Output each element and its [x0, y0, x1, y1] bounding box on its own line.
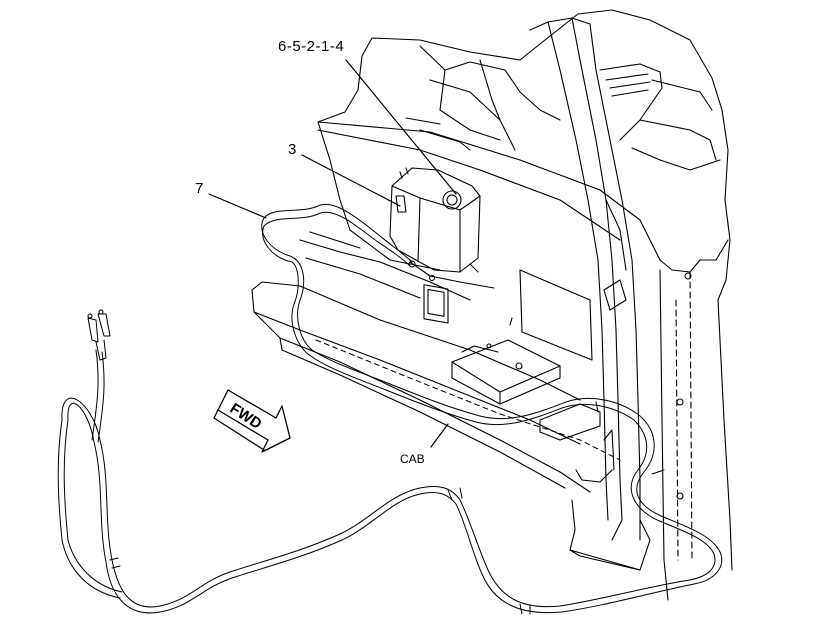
control-module [389, 167, 495, 324]
callout-cab: CAB [400, 452, 425, 466]
callout-part-number: 6-5-2-1-4 [278, 38, 345, 55]
cab-structure [251, 9, 733, 601]
fwd-arrow [213, 389, 291, 453]
leader-lines [208, 59, 457, 448]
wiring-harness [57, 203, 723, 615]
callout-item-3: 3 [288, 141, 297, 158]
callout-item-7: 7 [195, 180, 204, 197]
